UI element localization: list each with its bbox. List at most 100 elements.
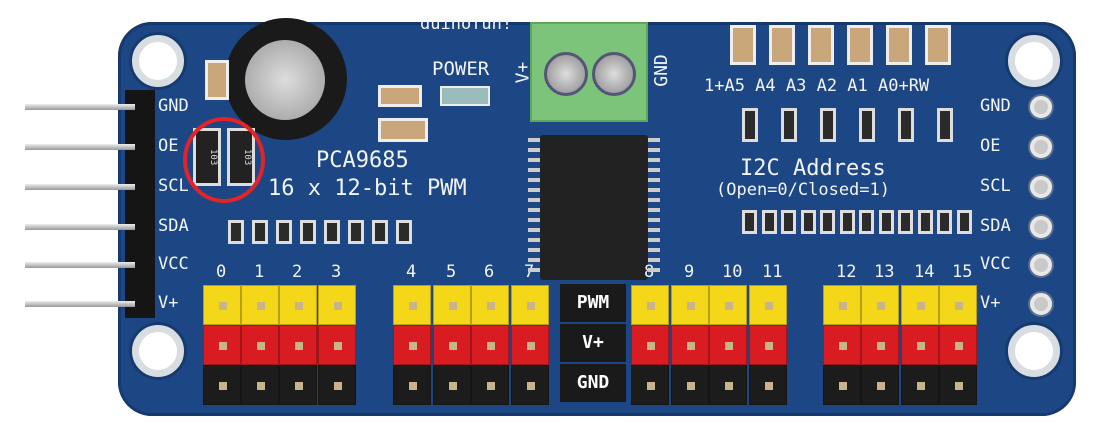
right-pin-label: GND: [980, 96, 1011, 116]
gnd-pin-1[interactable]: [241, 365, 279, 405]
address-title: I2C Address: [740, 156, 886, 181]
pwm-pin-4[interactable]: [393, 285, 431, 325]
vplus-pin-2[interactable]: [279, 325, 317, 365]
left-pin-label: GND: [158, 96, 189, 116]
gnd-pin-5[interactable]: [433, 365, 471, 405]
pwm-pin-11[interactable]: [749, 285, 787, 325]
pwm-pin-14[interactable]: [901, 285, 939, 325]
vplus-pin-1[interactable]: [241, 325, 279, 365]
right-pin-pad[interactable]: [1030, 254, 1052, 276]
gnd-pin-6[interactable]: [471, 365, 509, 405]
resistor: [956, 210, 972, 234]
chip-pin: [648, 178, 660, 182]
vplus-pin-0[interactable]: [203, 325, 241, 365]
pwm-pin-6[interactable]: [471, 285, 509, 325]
address-jumper[interactable]: [769, 25, 795, 65]
gnd-pin-11[interactable]: [749, 365, 787, 405]
gnd-pin-0[interactable]: [203, 365, 241, 405]
vplus-pin-11[interactable]: [749, 325, 787, 365]
vplus-pin-8[interactable]: [631, 325, 669, 365]
channel-label: 2: [292, 262, 303, 282]
channel-label: 9: [684, 262, 695, 282]
gnd-pin-10[interactable]: [709, 365, 747, 405]
chip-pin: [648, 228, 660, 232]
header-pin[interactable]: [25, 301, 135, 307]
mount-hole: [1008, 35, 1060, 87]
address-jumper[interactable]: [808, 25, 834, 65]
chip-pin: [648, 258, 660, 262]
right-pin-pad[interactable]: [1030, 216, 1052, 238]
vplus-pin-15[interactable]: [939, 325, 977, 365]
gnd-row-label: GND: [560, 364, 626, 402]
vplus-pin-9[interactable]: [671, 325, 709, 365]
pwm-pin-13[interactable]: [861, 285, 899, 325]
gnd-pin-15[interactable]: [939, 365, 977, 405]
screw-icon[interactable]: [544, 52, 588, 96]
channel-label: 14: [914, 262, 935, 282]
pwm-pin-7[interactable]: [511, 285, 549, 325]
power-label: POWER: [432, 58, 490, 80]
screw-icon[interactable]: [592, 52, 636, 96]
vplus-pin-10[interactable]: [709, 325, 747, 365]
power-led: [440, 86, 490, 106]
chip-pin: [648, 198, 660, 202]
right-pin-label: OE: [980, 136, 1001, 156]
resistor: [859, 210, 874, 234]
capacitor-top: [245, 40, 325, 120]
channel-label: 0: [216, 262, 227, 282]
address-jumper[interactable]: [730, 25, 756, 65]
address-jumper[interactable]: [925, 25, 951, 65]
resistor: [372, 220, 388, 244]
header-pin[interactable]: [25, 224, 135, 230]
gnd-pin-9[interactable]: [671, 365, 709, 405]
chip-pin: [528, 178, 540, 182]
gnd-pin-14[interactable]: [901, 365, 939, 405]
gnd-pin-7[interactable]: [511, 365, 549, 405]
vplus-pin-5[interactable]: [433, 325, 471, 365]
gnd-pin-2[interactable]: [279, 365, 317, 405]
header-pin[interactable]: [25, 262, 135, 268]
gnd-pin-4[interactable]: [393, 365, 431, 405]
pwm-pin-8[interactable]: [631, 285, 669, 325]
header-pin[interactable]: [25, 144, 135, 150]
address-jumper[interactable]: [886, 25, 912, 65]
channel-label: 6: [484, 262, 495, 282]
pwm-pin-12[interactable]: [823, 285, 861, 325]
vplus-pin-7[interactable]: [511, 325, 549, 365]
vplus-row-label: V+: [560, 324, 626, 362]
header-pin[interactable]: [25, 104, 135, 110]
address-jumper[interactable]: [847, 25, 873, 65]
right-pin-label: V+: [980, 293, 1001, 313]
pwm-pin-0[interactable]: [203, 285, 241, 325]
vplus-pin-6[interactable]: [471, 325, 509, 365]
right-pin-label: SDA: [980, 216, 1011, 236]
vplus-pin-12[interactable]: [823, 325, 861, 365]
vplus-pin-3[interactable]: [318, 325, 356, 365]
pwm-pin-9[interactable]: [671, 285, 709, 325]
right-pin-pad[interactable]: [1030, 176, 1052, 198]
gnd-pin-13[interactable]: [861, 365, 899, 405]
header-pin[interactable]: [25, 184, 135, 190]
power-terminal[interactable]: [530, 22, 648, 122]
right-pin-pad[interactable]: [1030, 293, 1052, 315]
gnd-pin-12[interactable]: [823, 365, 861, 405]
gnd-pin-8[interactable]: [631, 365, 669, 405]
resistor: [937, 210, 952, 234]
pwm-pin-2[interactable]: [279, 285, 317, 325]
left-pin-label: OE: [158, 136, 179, 156]
channel-label: 5: [446, 262, 457, 282]
vplus-pin-14[interactable]: [901, 325, 939, 365]
pwm-pin-15[interactable]: [939, 285, 977, 325]
right-pin-pad[interactable]: [1030, 96, 1052, 118]
vplus-pin-4[interactable]: [393, 325, 431, 365]
vplus-pin-13[interactable]: [861, 325, 899, 365]
pwm-pin-10[interactable]: [709, 285, 747, 325]
left-header[interactable]: [125, 90, 155, 318]
resistor: [252, 220, 268, 244]
pwm-pin-3[interactable]: [318, 285, 356, 325]
pwm-pin-5[interactable]: [433, 285, 471, 325]
resistor: [859, 108, 875, 142]
gnd-pin-3[interactable]: [318, 365, 356, 405]
pwm-pin-1[interactable]: [241, 285, 279, 325]
right-pin-pad[interactable]: [1030, 136, 1052, 158]
